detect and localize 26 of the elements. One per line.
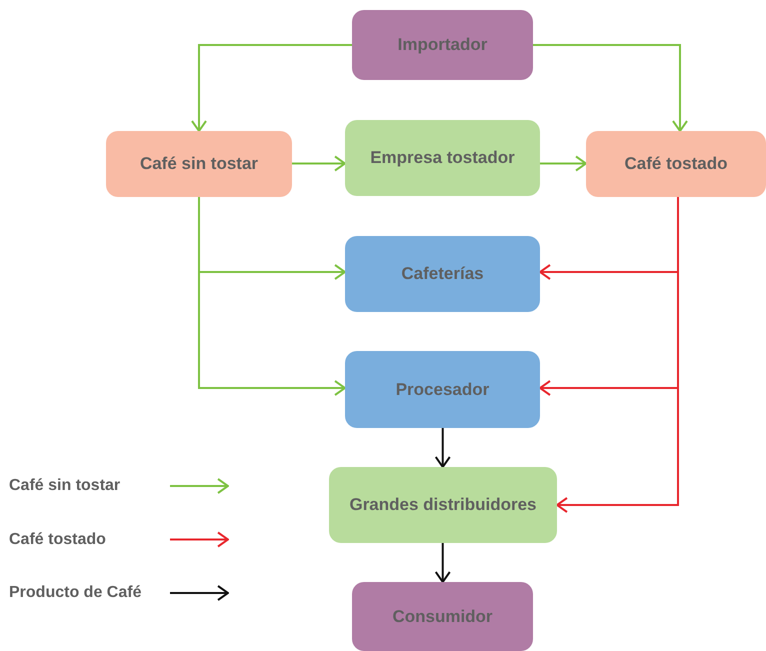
box-label: Cafeterías: [401, 263, 484, 285]
box-label: Grandes distribuidores: [349, 494, 537, 516]
arrow: [434, 428, 451, 468]
process-box: [329, 467, 557, 543]
arrow: [533, 44, 688, 132]
arrow: [434, 543, 451, 583]
process-box: [345, 120, 540, 196]
box-label: Procesador: [396, 378, 490, 400]
process-box: [345, 236, 540, 312]
process-box: [106, 131, 292, 197]
legend-label: Producto de Café: [9, 583, 142, 603]
legend-label: Café sin tostar: [9, 476, 120, 496]
box-label: Café tostado: [624, 153, 728, 175]
legend-label: Café tostado: [9, 530, 106, 550]
process-box: [352, 10, 533, 80]
arrow: [292, 156, 346, 172]
box-label: Consumidor: [392, 606, 493, 628]
box-label: Empresa tostador: [370, 147, 515, 169]
process-box: [586, 131, 766, 197]
box-label: Importador: [398, 34, 488, 56]
process-box: [352, 582, 533, 651]
process-box: [345, 351, 540, 428]
box-label: Café sin tostar: [140, 153, 258, 175]
arrow: [198, 197, 346, 396]
arrow: [191, 44, 352, 132]
arrow: [540, 156, 587, 172]
